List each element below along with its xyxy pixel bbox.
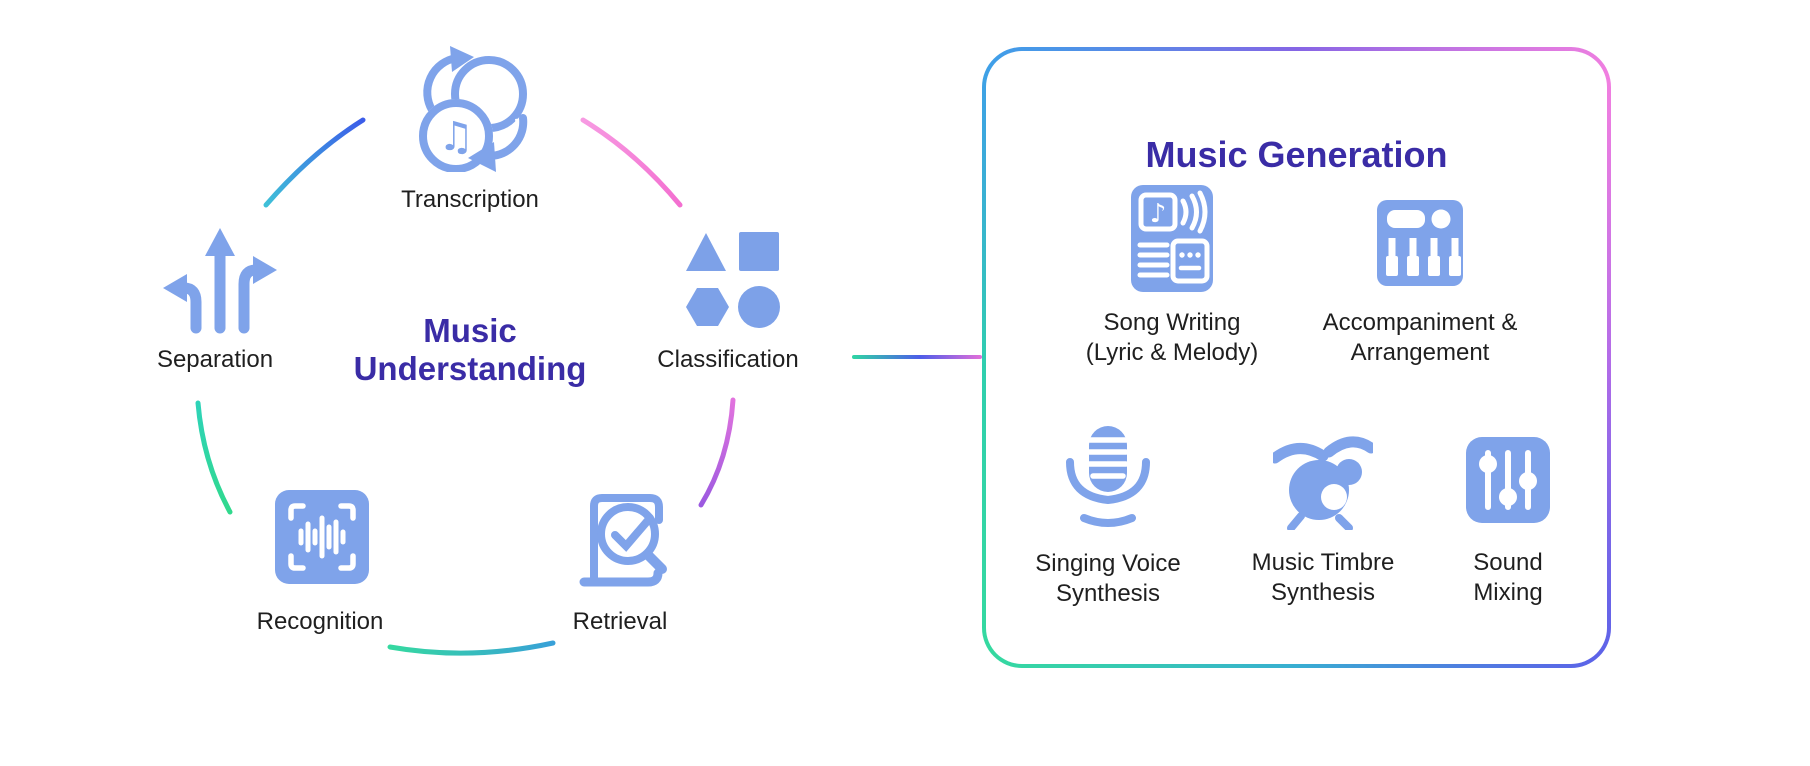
singing-voice-icon [1066,426,1150,527]
song-writing-icon: ♪ [1131,185,1213,292]
classification-label: Classification [657,346,799,373]
music-timbre-icon [1273,436,1373,530]
singing-voice-item: Singing Voice Synthesis [1008,424,1208,609]
sound-mixing-item: Sound Mixing [1418,437,1598,608]
recognition-icon [275,490,369,584]
svg-text:♫: ♫ [438,114,474,160]
music-generation-title: Music Generation [1145,134,1448,175]
music-timbre-label-line2: Synthesis [1270,579,1376,606]
accompaniment-label: Accompaniment & Arrangement [1323,308,1518,368]
music-timbre-label-line1: Music Timbre [1251,549,1395,576]
accompaniment-icon [1377,200,1463,286]
sound-mixing-label-line1: Sound [1473,549,1543,576]
singing-voice-label-line1: Singing Voice [1035,550,1181,577]
singing-voice-label-line2: Synthesis [1055,580,1161,607]
retrieval-label: Retrieval [572,608,668,635]
accompaniment-item: Accompaniment & Arrangement [1290,200,1550,368]
separation-label: Separation [156,346,274,373]
arc-transcription-to-classification [580,117,683,208]
music-understanding-title-line2: Understanding [353,350,587,387]
music-understanding-title-line1: Music [423,312,517,349]
arc-classification-to-retrieval [698,397,736,508]
music-understanding-title: Music Understanding [320,312,620,388]
arc-recognition-to-separation [195,400,233,515]
song-writing-label-line2: (Lyric & Melody) [1085,339,1259,366]
transcription-icon: ♫ [419,46,530,172]
accompaniment-label-line2: Arrangement [1350,339,1490,366]
music-timbre-label: Music Timbre Synthesis [1252,548,1395,608]
recognition-label: Recognition [256,608,384,635]
classification-icon [686,232,780,328]
music-generation-panel: Music Generation ♪ Song Writing (Lyric &… [982,47,1611,668]
transcription-label: Transcription [401,186,539,213]
song-writing-label: Song Writing (Lyric & Melody) [1086,308,1258,368]
music-timbre-item: Music Timbre Synthesis [1218,432,1428,608]
sound-mixing-label: Sound Mixing [1473,548,1542,608]
arc-separation-to-transcription [263,117,366,208]
connector-line [852,355,982,359]
song-writing-label-line1: Song Writing [1103,309,1241,336]
music-generation-panel-background [986,51,1607,664]
understanding-cycle-arcs [195,117,736,656]
singing-voice-label: Singing Voice Synthesis [1035,549,1180,609]
sound-mixing-label-line2: Mixing [1473,579,1543,606]
song-writing-item: ♪ Song Writing (Lyric & Melody) [1042,185,1302,368]
sound-mixing-icon [1466,437,1550,523]
accompaniment-label-line1: Accompaniment & [1322,309,1518,336]
separation-icon [163,228,277,334]
arc-retrieval-to-recognition [387,640,556,656]
svg-text:♪: ♪ [1150,199,1167,229]
retrieval-icon [579,494,667,587]
